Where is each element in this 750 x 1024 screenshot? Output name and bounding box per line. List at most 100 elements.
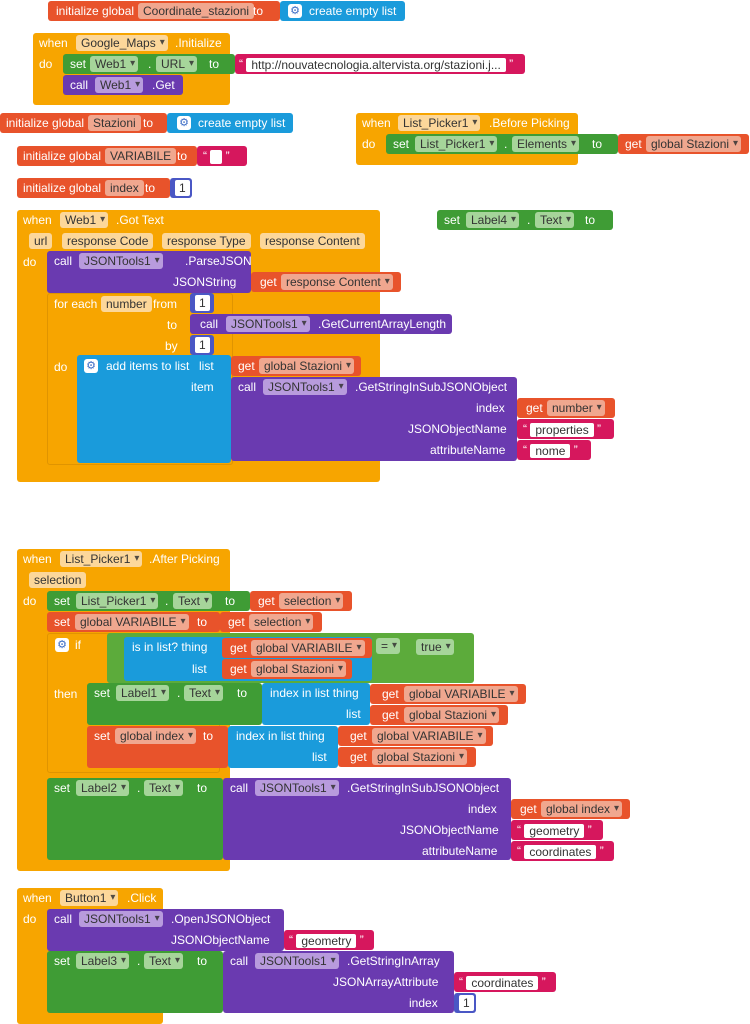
- text-field[interactable]: geometry: [296, 933, 357, 948]
- mutator-gear-icon[interactable]: ⚙: [84, 359, 98, 373]
- jsontools-component-dropdown[interactable]: JSONTools1: [255, 780, 339, 796]
- set-label3-text-block[interactable]: set Label3 . Text to: [47, 951, 223, 1013]
- set-label4-text-block[interactable]: set Label4 . Text to: [437, 210, 613, 230]
- call-getstringinsubjsonobject-block[interactable]: call JSONTools1 .GetStringInSubJSONObjec…: [231, 377, 517, 461]
- get-global-stazioni-block[interactable]: get global Stazioni: [222, 659, 352, 679]
- variable-dropdown[interactable]: global Stazioni: [251, 661, 347, 677]
- call-web1-get-block[interactable]: call Web1 .Get: [63, 75, 183, 95]
- mutator-gear-icon[interactable]: ⚙: [288, 4, 302, 18]
- jsontools-component-dropdown[interactable]: JSONTools1: [255, 953, 339, 969]
- get-global-index-block[interactable]: get global index: [511, 799, 630, 819]
- param-response-type[interactable]: response Type: [162, 233, 251, 249]
- label3-component-dropdown[interactable]: Label3: [76, 953, 130, 969]
- jsontools-component-dropdown[interactable]: JSONTools1: [263, 379, 347, 395]
- variable-dropdown[interactable]: number: [547, 400, 605, 416]
- get-global-stazioni-block[interactable]: get global Stazioni: [231, 356, 361, 376]
- variable-dropdown[interactable]: global VARIABILE: [75, 614, 189, 630]
- variable-dropdown[interactable]: global Stazioni: [646, 136, 742, 152]
- index-in-list-block[interactable]: index in list thing list: [262, 683, 370, 725]
- variable-dropdown[interactable]: global Stazioni: [404, 707, 500, 723]
- number-field[interactable]: 1: [195, 337, 210, 353]
- variable-dropdown[interactable]: selection: [279, 593, 344, 609]
- mutator-gear-icon[interactable]: ⚙: [177, 116, 191, 130]
- param-response-content[interactable]: response Content: [260, 233, 365, 249]
- text-property-dropdown[interactable]: Text: [144, 780, 184, 796]
- text-property-dropdown[interactable]: Text: [535, 212, 575, 228]
- call-jsontools-parsejson-block[interactable]: call JSONTools1 .ParseJSON JSONString: [47, 251, 252, 293]
- list-picker-component-dropdown[interactable]: List_Picker1: [60, 551, 143, 567]
- text-property-dropdown[interactable]: Text: [184, 685, 224, 701]
- get-number-block[interactable]: get number: [517, 398, 615, 418]
- empty-text-field[interactable]: [210, 149, 223, 164]
- number-block[interactable]: 1: [170, 178, 192, 198]
- web1-component-dropdown[interactable]: Web1: [95, 77, 144, 93]
- var-name-field[interactable]: Coordinate_stazioni: [138, 3, 255, 19]
- label1-component-dropdown[interactable]: Label1: [116, 685, 170, 701]
- url-text-field[interactable]: http://nouvatecnologia.altervista.org/st…: [246, 57, 506, 72]
- variable-dropdown[interactable]: global Stazioni: [259, 358, 355, 374]
- init-global-stazioni-block[interactable]: initialize global Stazioni to: [0, 113, 167, 133]
- var-name-field[interactable]: VARIABILE: [105, 148, 177, 164]
- text-nome-block[interactable]: “ nome ”: [517, 440, 591, 460]
- var-name-field[interactable]: Stazioni: [88, 115, 141, 131]
- mutator-gear-icon[interactable]: ⚙: [55, 638, 69, 652]
- get-response-content-block[interactable]: get response Content: [251, 272, 401, 292]
- param-selection[interactable]: selection: [29, 572, 87, 588]
- text-properties-block[interactable]: “ properties ”: [517, 419, 614, 439]
- empty-text-block[interactable]: “ ”: [197, 146, 247, 166]
- list-picker-component-dropdown[interactable]: List_Picker1: [415, 136, 498, 152]
- param-url[interactable]: url: [29, 233, 53, 249]
- jsontools-component-dropdown[interactable]: JSONTools1: [79, 911, 163, 927]
- list-picker-component-dropdown[interactable]: List_Picker1: [398, 115, 481, 131]
- get-global-variabile-block[interactable]: get global VARIABILE: [338, 726, 493, 746]
- call-getcurrentarraylength-block[interactable]: call JSONTools1 .GetCurrentArrayLength: [190, 314, 452, 334]
- text-coordinates-block[interactable]: “ coordinates ”: [511, 841, 614, 861]
- set-list-picker-elements-block[interactable]: set List_Picker1 . Elements to: [386, 134, 618, 154]
- variable-dropdown[interactable]: selection: [249, 614, 314, 630]
- text-geometry-block[interactable]: “ geometry ”: [284, 930, 374, 950]
- get-global-variabile-block[interactable]: get global VARIABILE: [370, 684, 526, 704]
- label2-component-dropdown[interactable]: Label2: [76, 780, 130, 796]
- variable-dropdown[interactable]: global index: [115, 728, 197, 744]
- set-global-variabile-block[interactable]: set global VARIABILE to: [47, 612, 220, 632]
- number-field[interactable]: 1: [175, 180, 190, 196]
- number-block[interactable]: 1: [454, 993, 476, 1013]
- index-in-list-block[interactable]: index in list thing list: [228, 726, 338, 768]
- variable-dropdown[interactable]: response Content: [281, 274, 393, 290]
- variable-dropdown[interactable]: global VARIABILE: [404, 686, 518, 702]
- call-getstringinsubjsonobject-block[interactable]: call JSONTools1 .GetStringInSubJSONObjec…: [223, 778, 511, 860]
- loop-var-field[interactable]: number: [101, 296, 152, 312]
- create-empty-list-block[interactable]: ⚙ create empty list: [167, 113, 293, 133]
- call-getstringinarray-block[interactable]: call JSONTools1 .GetStringInArray JSONAr…: [223, 951, 454, 1013]
- text-field[interactable]: coordinates: [466, 975, 539, 990]
- call-openjsonobject-block[interactable]: call JSONTools1 .OpenJSONObject JSONObje…: [47, 909, 284, 951]
- text-geometry-block[interactable]: “ geometry ”: [511, 820, 603, 840]
- init-global-index-block[interactable]: initialize global index to: [17, 178, 170, 198]
- text-property-dropdown[interactable]: Text: [144, 953, 184, 969]
- number-field[interactable]: 1: [195, 295, 210, 311]
- number-block[interactable]: 1: [190, 335, 214, 355]
- set-label2-text-block[interactable]: set Label2 . Text to: [47, 778, 223, 860]
- param-response-code[interactable]: response Code: [62, 233, 154, 249]
- url-property-dropdown[interactable]: URL: [156, 56, 198, 72]
- create-empty-list-block[interactable]: ⚙ create empty list: [280, 1, 405, 21]
- text-field[interactable]: nome: [530, 443, 571, 458]
- web1-component-dropdown[interactable]: Web1: [90, 56, 139, 72]
- url-text-block[interactable]: “ http://nouvatecnologia.altervista.org/…: [235, 54, 525, 74]
- get-global-stazioni-block[interactable]: get global Stazioni: [618, 134, 749, 154]
- get-global-variabile-block[interactable]: get global VARIABILE: [222, 638, 372, 658]
- get-global-stazioni-block[interactable]: get global Stazioni: [370, 705, 508, 725]
- elements-property-dropdown[interactable]: Elements: [512, 136, 580, 152]
- init-global-coordinate-block[interactable]: initialize global Coordinate_stazioni to: [48, 1, 280, 21]
- set-list-picker-text-block[interactable]: set List_Picker1 . Text to: [47, 591, 250, 611]
- text-property-dropdown[interactable]: Text: [173, 593, 213, 609]
- text-coordinates-block[interactable]: “ coordinates ”: [454, 972, 556, 992]
- text-field[interactable]: geometry: [524, 823, 585, 838]
- get-selection-block[interactable]: get selection: [250, 591, 352, 611]
- jsontools-component-dropdown[interactable]: JSONTools1: [79, 253, 163, 269]
- variable-dropdown[interactable]: global VARIABILE: [251, 640, 365, 656]
- variable-dropdown[interactable]: global index: [541, 801, 623, 817]
- variable-dropdown[interactable]: global VARIABILE: [372, 728, 486, 744]
- compare-operator-dropdown[interactable]: =: [376, 638, 401, 654]
- true-dropdown[interactable]: true: [416, 639, 454, 655]
